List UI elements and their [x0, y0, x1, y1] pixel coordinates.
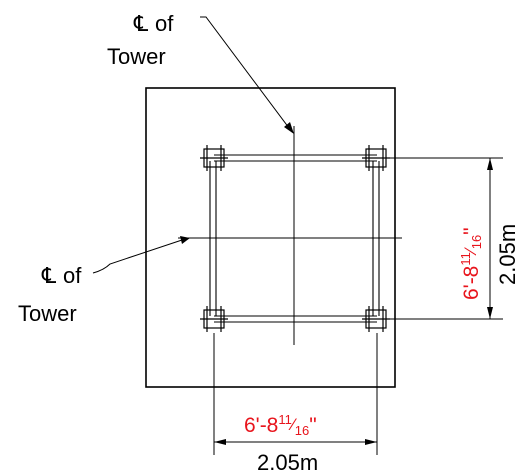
centerline-symbol-left: ℄	[41, 263, 57, 288]
dim-h-frac-den: 16	[295, 423, 309, 438]
base-plate-top-left	[200, 145, 228, 171]
dim-h-imperial-main: 6'-8	[244, 414, 278, 437]
dim-v-frac-num: 11	[458, 252, 473, 266]
leader-left	[92, 236, 190, 274]
dim-v-imperial: 6'-811⁄16"	[458, 227, 484, 300]
dim-v-imperial-main: 6'-8	[460, 266, 483, 300]
centerline-label-left-of: of	[63, 263, 82, 288]
dim-v-metric: 2.05m	[495, 224, 517, 285]
dim-h-arrow-left	[214, 439, 226, 445]
centerline-label-top-tower: Tower	[107, 44, 166, 69]
centerline-label-left-tower: Tower	[18, 301, 77, 326]
dim-h-frac-slash: ⁄	[288, 415, 298, 434]
dimension-horizontal	[213, 333, 378, 455]
dim-v-arrow-bottom	[487, 307, 493, 319]
dim-h-arrow-right	[365, 439, 377, 445]
dim-v-frac-slash: ⁄	[461, 246, 480, 256]
dim-h-imperial: 6'-811⁄16"	[244, 412, 317, 438]
dimension-vertical	[384, 157, 503, 320]
dim-v-inch-mark: "	[460, 227, 483, 234]
dim-v-arrow-top	[487, 158, 493, 170]
base-plate-bottom-left	[200, 306, 228, 332]
leader-top	[200, 16, 294, 134]
centerline-label-top-of: of	[155, 11, 174, 36]
dim-v-frac-den: 16	[469, 235, 484, 249]
dim-h-inch-mark: "	[309, 414, 316, 437]
centerline-symbol-top: ℄	[133, 11, 149, 36]
dim-h-metric: 2.05m	[257, 450, 318, 475]
dim-h-frac-num: 11	[278, 412, 292, 427]
